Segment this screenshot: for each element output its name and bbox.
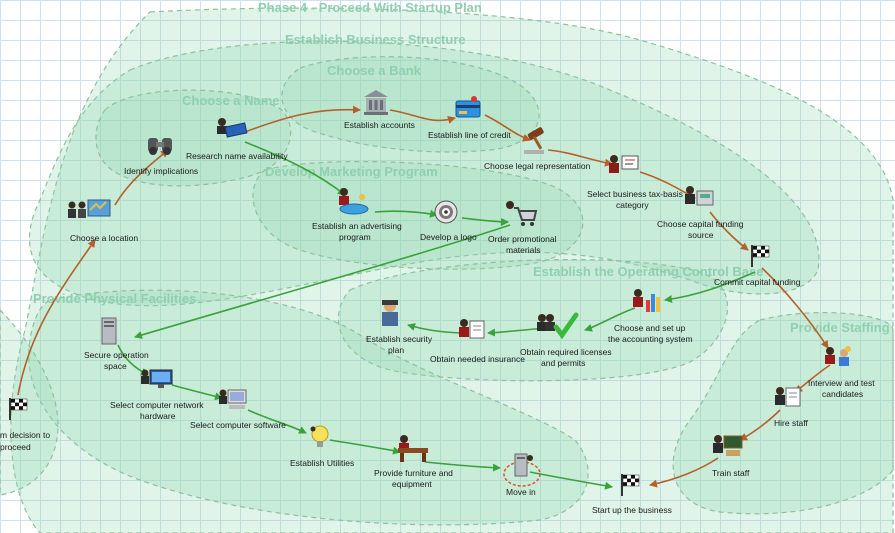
- line-of-credit-label: Establish line of credit: [428, 130, 511, 140]
- capital-source-label: source: [688, 230, 714, 240]
- security-officer-icon[interactable]: [382, 300, 398, 326]
- hire-staff-label: Hire staff: [774, 418, 808, 428]
- credit-card-icon[interactable]: [455, 96, 481, 118]
- utilities-label: Establish Utilities: [290, 458, 354, 468]
- binoculars-icon[interactable]: [148, 138, 172, 155]
- accounting-label: Choose and set up: [614, 323, 686, 333]
- decision-label: proceed: [0, 442, 31, 452]
- presenter-board-icon[interactable]: [609, 155, 639, 173]
- physical-facilities-title: Provide Physical Facilities: [33, 291, 196, 306]
- location-map-icon[interactable]: [68, 199, 111, 218]
- staffing-title: Provide Staffing: [790, 320, 890, 335]
- computer-monitor-icon[interactable]: [141, 369, 173, 389]
- insurance-label: Obtain needed insurance: [430, 354, 525, 364]
- interview-label: Interview and test: [808, 378, 875, 388]
- operating-control-title: Establish the Operating Control Base: [533, 264, 763, 279]
- secure-space-label: Secure operation: [84, 350, 149, 360]
- shopping-cart-icon[interactable]: [506, 201, 538, 226]
- bar-chart-icon[interactable]: [633, 289, 660, 312]
- business-structure-region: [28, 40, 820, 307]
- develop-logo-label: Develop a logo: [420, 232, 477, 242]
- advertising-label: program: [339, 232, 371, 242]
- server-tower-icon[interactable]: [101, 317, 117, 345]
- security-plan-label: Establish security: [366, 334, 433, 344]
- capital-source-label: Choose capital funding: [657, 219, 744, 229]
- choose-bank-title: Choose a Bank: [327, 63, 422, 78]
- promo-materials-label: Order promotional: [488, 234, 557, 244]
- network-hardware-label: Select computer network: [110, 400, 204, 410]
- desk-furniture-icon[interactable]: [398, 435, 428, 462]
- furniture-label: Provide furniture and: [374, 468, 453, 478]
- licenses-label: and permits: [541, 358, 585, 368]
- light-bulb-icon[interactable]: [310, 425, 329, 447]
- cash-register-icon[interactable]: [685, 186, 714, 206]
- operating-control-region: [337, 259, 729, 382]
- choose-bank-region: [281, 56, 540, 153]
- advertising-label: Establish an advertising: [312, 221, 402, 231]
- identify-implications-label: Identify implications: [124, 166, 198, 176]
- secure-space-label: space: [104, 361, 127, 371]
- move-in-icon[interactable]: [503, 453, 541, 487]
- business-structure-title: Establish Business Structure: [285, 32, 466, 47]
- finish-flag-icon[interactable]: [751, 245, 770, 267]
- software-label: Select computer software: [190, 420, 286, 430]
- interview-label: candidates: [822, 389, 863, 399]
- hire-document-icon[interactable]: [775, 387, 801, 407]
- choose-name-region: [95, 89, 292, 187]
- insurance-document-icon[interactable]: [459, 319, 485, 339]
- training-board-icon[interactable]: [713, 435, 743, 456]
- connectors: [17, 105, 831, 490]
- establish-accounts-label: Establish accounts: [344, 120, 415, 130]
- security-plan-label: plan: [388, 345, 404, 355]
- left-edge-region: [0, 309, 59, 496]
- research-name-label: Research name availability: [186, 151, 288, 161]
- start-business-label: Start up the business: [592, 505, 672, 515]
- furniture-label: equipment: [392, 479, 432, 489]
- interview-people-icon[interactable]: [825, 346, 851, 366]
- physical-facilities-region: [28, 289, 589, 526]
- legal-representation-label: Choose legal representation: [484, 161, 591, 171]
- staffing-region: [672, 312, 894, 515]
- move-in-label: Move in: [506, 487, 536, 497]
- choose-location-label: Choose a location: [70, 233, 138, 243]
- bank-building-icon[interactable]: [364, 90, 388, 115]
- finish-flag-icon[interactable]: [9, 398, 28, 420]
- phase-title: Phase 4 - Proceed With Startup Plan: [258, 0, 482, 15]
- commit-capital-label: Commit capital funding: [714, 277, 801, 287]
- network-hardware-label: hardware: [140, 411, 176, 421]
- research-book-icon[interactable]: [217, 118, 248, 138]
- train-staff-label: Train staff: [712, 468, 750, 478]
- licenses-label: Obtain required licenses: [520, 347, 612, 357]
- choose-name-title: Choose a Name: [182, 93, 280, 108]
- marketing-title: Develop Marketing Program: [265, 164, 438, 179]
- accounting-label: the accounting system: [608, 334, 693, 344]
- finish-flag-icon[interactable]: [621, 474, 640, 496]
- checkmark-icon[interactable]: [537, 312, 579, 340]
- decision-label: m decision to: [0, 430, 50, 440]
- advertising-icon[interactable]: [339, 188, 369, 215]
- computer-software-icon[interactable]: [219, 389, 247, 410]
- tax-basis-label: category: [616, 200, 649, 210]
- tax-basis-label: Select business tax-basis: [587, 189, 683, 199]
- gavel-icon[interactable]: [524, 127, 544, 154]
- target-icon[interactable]: [434, 200, 458, 224]
- promo-materials-label: materials: [506, 245, 540, 255]
